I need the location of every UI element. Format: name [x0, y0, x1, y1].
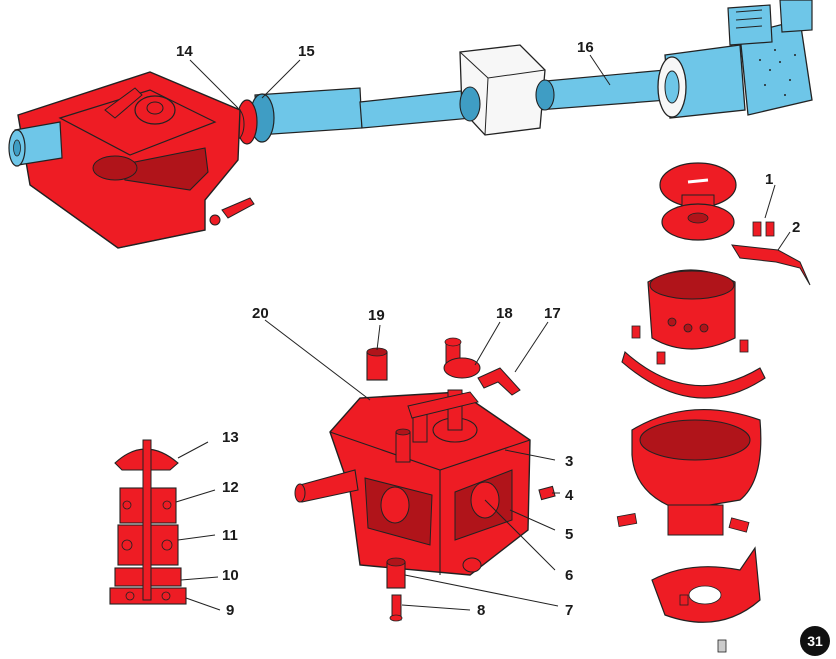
base-screw — [717, 639, 727, 653]
top-pin-left — [395, 431, 411, 463]
lock-lever — [221, 197, 255, 219]
callout-16: 16 — [577, 39, 594, 56]
callout-9: 9 — [226, 602, 235, 619]
main-shaft-assembly — [227, 0, 813, 145]
cam-ring — [443, 357, 481, 379]
top-left-housing — [8, 71, 255, 249]
cross-section-spindle — [109, 439, 187, 605]
hook-base-plate — [651, 546, 761, 623]
latch-lever-17 — [477, 367, 521, 396]
callout-11: 11 — [222, 527, 238, 544]
shaft-section-right — [534, 69, 669, 111]
bearing-collar-right — [535, 79, 555, 111]
callout-3: 3 — [565, 453, 574, 470]
retaining-ring — [621, 351, 766, 399]
callout-12: 12 — [222, 479, 239, 496]
leader-lines — [175, 54, 791, 611]
callout-5: 5 — [565, 526, 574, 543]
callout-1: 1 — [765, 171, 774, 188]
callout-18: 18 — [496, 305, 513, 322]
center-gearbox — [294, 337, 556, 622]
screw-1b — [765, 221, 775, 237]
right-exploded-stack — [616, 162, 811, 653]
motor-bracket-right — [779, 0, 813, 33]
top-lever — [104, 87, 143, 119]
top-spring-gear — [134, 95, 176, 125]
motor-bracket — [727, 4, 773, 46]
callout-15: 15 — [298, 43, 315, 60]
callout-6: 6 — [565, 567, 574, 584]
spring-plate-2 — [731, 244, 811, 286]
motor-end — [739, 19, 813, 116]
set-screw-4 — [538, 485, 556, 501]
callout-2: 2 — [792, 219, 801, 236]
callout-17: 17 — [544, 305, 561, 322]
callout-19: 19 — [368, 307, 385, 324]
screw-1a — [752, 221, 762, 237]
bearing-collar — [459, 86, 481, 122]
lower-knob — [462, 557, 482, 573]
inner-gear-left — [380, 486, 410, 524]
upper-rocker — [407, 391, 479, 419]
gearbox-side-shaft — [299, 469, 359, 503]
callout-4: 4 — [565, 487, 574, 504]
lower-gear — [92, 155, 138, 181]
callout-7: 7 — [565, 602, 574, 619]
callout-10: 10 — [222, 567, 239, 584]
callout-20: 20 — [252, 305, 269, 322]
callout-13: 13 — [222, 429, 239, 446]
callout-14: 14 — [176, 43, 193, 60]
section-center-shaft — [142, 439, 152, 601]
callout-8: 8 — [477, 602, 486, 619]
figure-number-badge: 31 — [800, 626, 830, 656]
shaft-section-middle — [359, 89, 473, 129]
